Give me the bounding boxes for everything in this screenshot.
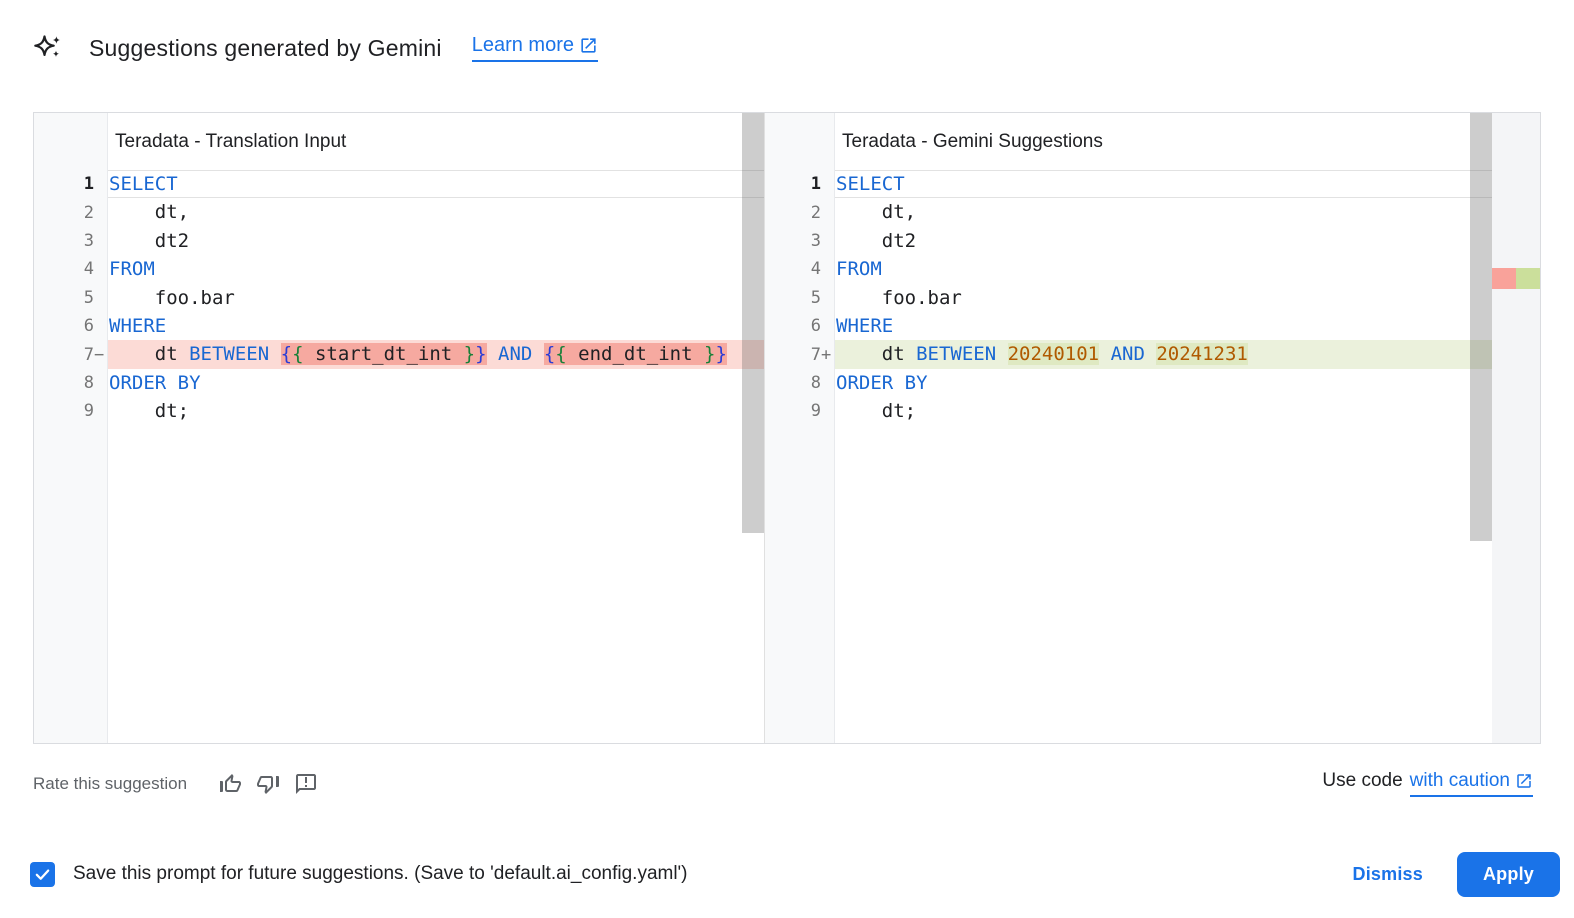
thumbs-down-button[interactable] (256, 772, 280, 796)
line-number: 1 (83, 174, 94, 195)
code-line[interactable]: WHERE (836, 314, 894, 337)
ruler-addition-mark (1516, 268, 1540, 289)
thumbs-down-icon (257, 776, 280, 794)
line-number: 5 (83, 287, 94, 308)
rate-label: Rate this suggestion (33, 774, 188, 793)
gemini-sparkle-icon (34, 35, 61, 57)
code-line[interactable]: dt2 (109, 229, 190, 252)
code-editor-gemini-suggestions: 1 2 3 4 5 6 7+ 8 9 Teradata - Gemini Suggestions… (764, 113, 1540, 743)
editor-body: Teradata - Translation Input SELECT dt, … (108, 113, 764, 743)
external-link-icon (1517, 774, 1531, 788)
code-line[interactable]: ORDER BY (836, 371, 928, 394)
code-line[interactable]: SELECT (835, 170, 1540, 199)
line-number: 4 (83, 259, 94, 280)
code-line[interactable]: FROM (109, 258, 155, 281)
save-prompt-checkbox[interactable] (30, 861, 55, 887)
line-number: 9 (83, 401, 94, 422)
use-code-text: Use code (1322, 770, 1403, 791)
learn-more-link[interactable]: Learn more (471, 34, 598, 62)
editor-body: Teradata - Gemini Suggestions SELECT dt,… (835, 113, 1540, 743)
thumbs-up-button[interactable] (218, 772, 242, 796)
line-number-gutter: 1 2 3 4 5 6 7− 8 9 (34, 113, 108, 743)
checkmark-icon (35, 868, 50, 880)
rate-row: Rate this suggestion (33, 767, 325, 801)
line-number: 6 (83, 316, 94, 337)
line-number: 3 (810, 230, 821, 251)
line-number: 7− (83, 344, 105, 365)
code-line[interactable]: SELECT (108, 170, 764, 199)
with-caution-label: with caution (1409, 770, 1510, 791)
line-number: 8 (810, 372, 821, 393)
feedback-icon (296, 774, 317, 794)
use-code-notice: Use code with caution (1322, 770, 1533, 797)
pane-title-left: Teradata - Translation Input (115, 130, 347, 152)
line-number: 9 (810, 401, 821, 422)
save-prompt-label: Save this prompt for future suggestions.… (73, 863, 688, 884)
line-number: 4 (810, 259, 821, 280)
ruler-deletion-mark (1492, 268, 1516, 289)
scrollbar-thumb[interactable] (742, 113, 764, 533)
learn-more-label: Learn more (471, 34, 574, 56)
with-caution-link[interactable]: with caution (1409, 770, 1533, 797)
code-line[interactable]: ORDER BY (109, 371, 201, 394)
scrollbar-thumb[interactable] (1470, 113, 1492, 541)
diff-overview-ruler (1492, 113, 1540, 743)
bottom-bar: Save this prompt for future suggestions.… (30, 849, 1560, 899)
code-editor-translation-input: 1 2 3 4 5 6 7− 8 9 Teradata - Translation Input … (34, 113, 764, 743)
code-line[interactable]: dt BETWEEN 20240101 AND 20241231 (835, 340, 1540, 369)
code-line[interactable]: dt, (836, 201, 917, 224)
code-line[interactable]: dt, (109, 201, 190, 224)
line-number: 8 (83, 372, 94, 393)
code-line[interactable]: FROM (836, 258, 882, 281)
line-number: 3 (83, 230, 94, 251)
code-line[interactable]: foo.bar (109, 286, 235, 309)
code-line[interactable]: dt BETWEEN {{ start_dt_int }} AND {{ end… (108, 340, 764, 369)
code-line[interactable]: WHERE (109, 314, 167, 337)
dismiss-button[interactable]: Dismiss (1352, 863, 1423, 884)
thumbs-up-icon (220, 774, 242, 792)
pane-title-right: Teradata - Gemini Suggestions (842, 130, 1103, 152)
line-number: 6 (810, 316, 821, 337)
line-number: 1 (810, 174, 821, 195)
line-number: 7+ (810, 344, 832, 365)
code-line[interactable]: dt2 (836, 229, 917, 252)
line-number: 2 (810, 202, 821, 223)
code-line[interactable]: dt; (836, 400, 917, 423)
line-number-gutter: 1 2 3 4 5 6 7+ 8 9 (765, 113, 835, 743)
page-title: Suggestions generated by Gemini (89, 34, 442, 61)
code-line[interactable]: foo.bar (836, 286, 962, 309)
feedback-button[interactable] (294, 772, 318, 796)
line-number: 5 (810, 287, 821, 308)
apply-button[interactable]: Apply (1456, 851, 1560, 897)
header: Suggestions generated by Gemini Learn mo… (33, 28, 598, 68)
external-link-icon (581, 38, 596, 53)
code-line[interactable]: dt; (109, 400, 190, 423)
diff-view: 1 2 3 4 5 6 7− 8 9 Teradata - Translation Input … (33, 112, 1541, 744)
line-number: 2 (83, 202, 94, 223)
